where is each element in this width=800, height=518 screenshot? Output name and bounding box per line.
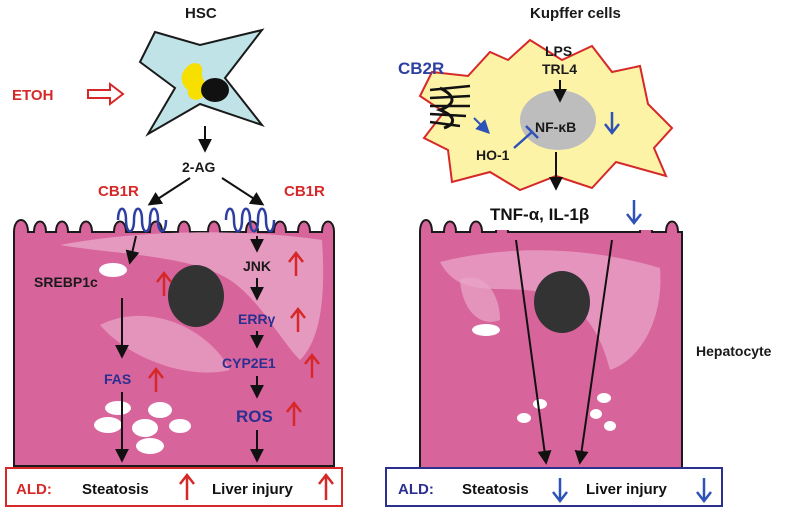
up-arrow-icon <box>290 306 306 332</box>
down-arrow-icon <box>552 478 568 504</box>
ho1-inhibits-nfkb <box>513 131 533 149</box>
ros-label: ROS <box>236 407 273 426</box>
srebp1c-label: SREBP1c <box>34 274 98 290</box>
lipid-droplet <box>472 324 500 336</box>
cytokine-to-injury-arrow <box>574 239 613 465</box>
cb2r-to-ho1-arrow <box>473 117 490 134</box>
lps-label: LPS <box>545 43 572 59</box>
ald-label-left: ALD: <box>16 481 52 498</box>
lipid-droplet <box>597 393 611 403</box>
ald-box-left <box>5 467 343 507</box>
lipid-droplet <box>169 419 191 433</box>
cb2r-label: CB2R <box>398 59 444 78</box>
down-arrow-icon <box>604 112 620 136</box>
up-arrow-icon <box>288 250 304 276</box>
cytokines-label: TNF-α, IL-1β <box>490 205 589 224</box>
cb1r-left-label: CB1R <box>98 183 139 200</box>
hepatocyte-left <box>13 219 335 467</box>
up-arrow-icon <box>179 472 195 500</box>
hepatocyte-right-nucleus <box>534 271 590 333</box>
hepatocyte-label: Hepatocyte <box>696 343 772 359</box>
up-arrow-icon <box>318 472 334 500</box>
hsc-nucleus <box>201 78 229 102</box>
2ag-label: 2-AG <box>182 159 216 175</box>
cyp2e1-label: CYP2E1 <box>222 355 276 371</box>
cytoplasm-highlight <box>460 277 500 322</box>
up-arrow-icon <box>148 366 164 392</box>
lipid-droplet <box>99 263 127 277</box>
hsc-cell <box>138 28 265 137</box>
2ag-left-arrow <box>147 177 191 206</box>
down-arrow-icon <box>626 200 642 226</box>
down-arrow-icon <box>696 478 712 504</box>
jnk-label: JNK <box>243 258 271 274</box>
ho1-label: HO-1 <box>476 147 510 163</box>
cb2r-coil <box>435 86 454 130</box>
liver-injury-label-left: Liver injury <box>212 481 294 498</box>
lipid-droplet <box>136 438 164 454</box>
lipid-droplet <box>604 421 616 431</box>
cytoplasm-highlight <box>100 315 230 373</box>
up-arrow-icon <box>286 400 302 426</box>
lipid-droplet <box>590 409 602 419</box>
cytoplasm-highlight <box>60 232 324 360</box>
cb1r-receptor-left <box>116 207 168 233</box>
ald-label-right: ALD: <box>398 481 434 498</box>
cytokine-label-bg <box>486 196 654 230</box>
steatosis-label-left: Steatosis <box>82 481 149 498</box>
lipid-droplet <box>533 399 547 409</box>
ald-box-right <box>385 467 723 507</box>
cb1r-right-label: CB1R <box>284 183 325 200</box>
fas-label: FAS <box>104 371 131 387</box>
lipid-droplet <box>181 63 207 100</box>
up-arrow-icon <box>304 352 320 378</box>
up-arrows-left <box>148 250 320 426</box>
kupffer-nucleus <box>520 90 596 150</box>
inhibition-bar <box>525 125 539 139</box>
hepatocyte-left-nucleus <box>168 265 224 327</box>
lipid-droplet <box>148 402 172 418</box>
trl4-label: TRL4 <box>542 61 577 77</box>
lipid-droplet <box>94 417 122 433</box>
steatosis-label-right: Steatosis <box>462 481 529 498</box>
erry-label: ERRγ <box>238 311 276 327</box>
kupffer-title: Kupffer cells <box>530 5 621 22</box>
liver-injury-label-right: Liver injury <box>586 481 668 498</box>
2ag-right-arrow <box>221 177 265 206</box>
hsc-title: HSC <box>185 5 217 22</box>
nfkb-label: NF-κB <box>535 119 576 135</box>
cytokine-to-steatosis-arrow <box>515 239 552 465</box>
lipid-droplet <box>517 413 531 423</box>
lipid-droplet <box>105 401 131 415</box>
lipid-droplet <box>132 419 158 437</box>
cb1r-to-srebp-arrow <box>125 235 140 265</box>
etoh-arrow <box>87 81 125 107</box>
etoh-label: ETOH <box>12 87 53 104</box>
cb1r-receptor-right <box>224 207 276 233</box>
up-arrow-icon <box>156 270 172 296</box>
hepatocyte-right <box>419 219 683 469</box>
